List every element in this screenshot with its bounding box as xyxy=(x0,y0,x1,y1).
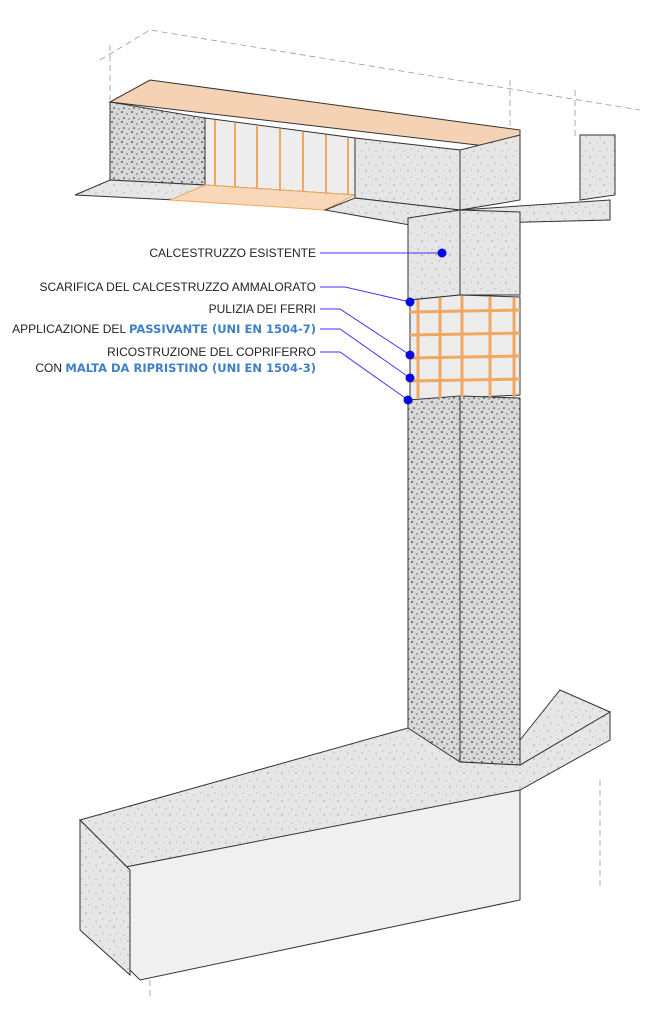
column-rebar-cage xyxy=(409,296,521,398)
label-cover-prefix: CON xyxy=(35,361,66,375)
label-scarification: SCARIFICA DEL CALCESTRUZZO AMMALORATO xyxy=(39,280,317,294)
column xyxy=(407,209,521,766)
label-existing-concrete: CALCESTRUZZO ESISTENTE xyxy=(149,246,316,260)
label-cover-rebuild: RICOSTRUZIONE DEL COPRIFERRO CON MALTA D… xyxy=(35,345,316,375)
dot-passivation xyxy=(405,373,415,383)
label-passivation-product: PASSIVANTE (UNI EN 1504-7) xyxy=(129,322,316,336)
lower-slab xyxy=(79,689,612,981)
label-cover-line1: RICOSTRUZIONE DEL COPRIFERRO xyxy=(107,345,316,359)
dot-existing-concrete xyxy=(437,248,447,258)
dot-rebar-cleaning xyxy=(405,350,415,360)
beam-rebar xyxy=(214,120,349,195)
label-passivation: APPLICAZIONE DEL PASSIVANTE (UNI EN 1504… xyxy=(12,322,316,336)
dot-scarification xyxy=(405,297,415,307)
label-rebar-cleaning: PULIZIA DEI FERRI xyxy=(208,302,316,316)
label-passivation-prefix: APPLICAZIONE DEL xyxy=(12,322,130,336)
dot-cover-rebuild xyxy=(403,395,413,405)
upper-slab xyxy=(74,79,616,226)
label-cover-product: MALTA DA RIPRISTINO (UNI EN 1504-3) xyxy=(65,361,316,375)
leader-lines xyxy=(320,252,442,401)
leader-dots xyxy=(403,248,447,405)
